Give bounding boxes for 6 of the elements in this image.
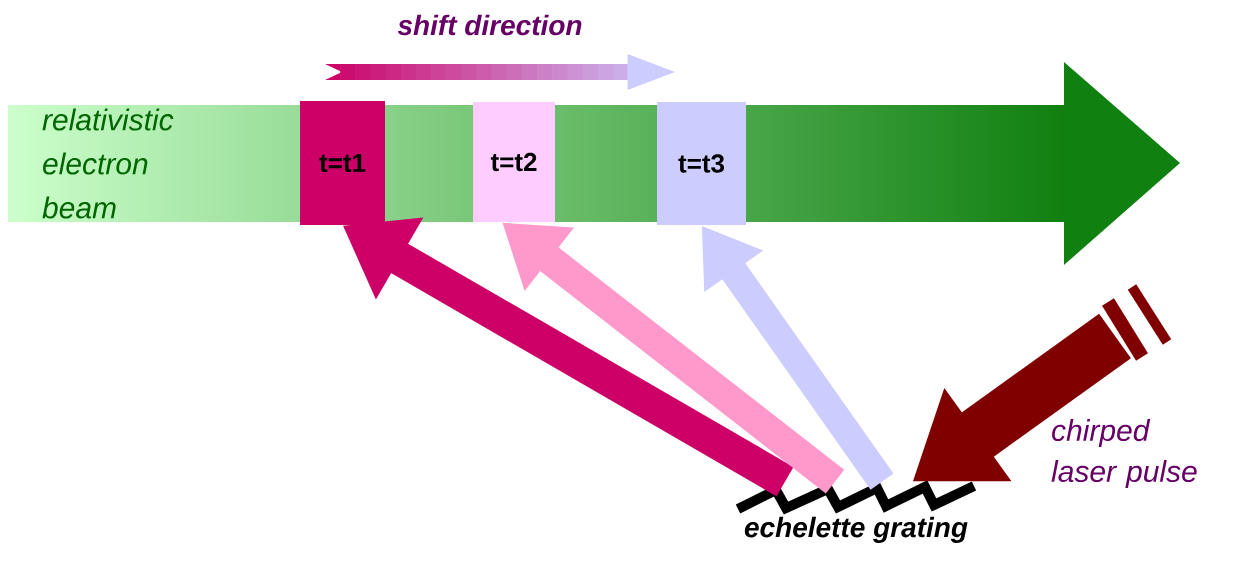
time-box: t=t2 (473, 102, 555, 222)
pulse-label: chirped laser pulse (1051, 419, 1197, 488)
time-box: t=t1 (300, 101, 385, 225)
time-box: t=t3 (657, 102, 746, 225)
direction-label: shift direction (397, 14, 582, 36)
grating-drawing: echelette grating (735, 480, 977, 543)
